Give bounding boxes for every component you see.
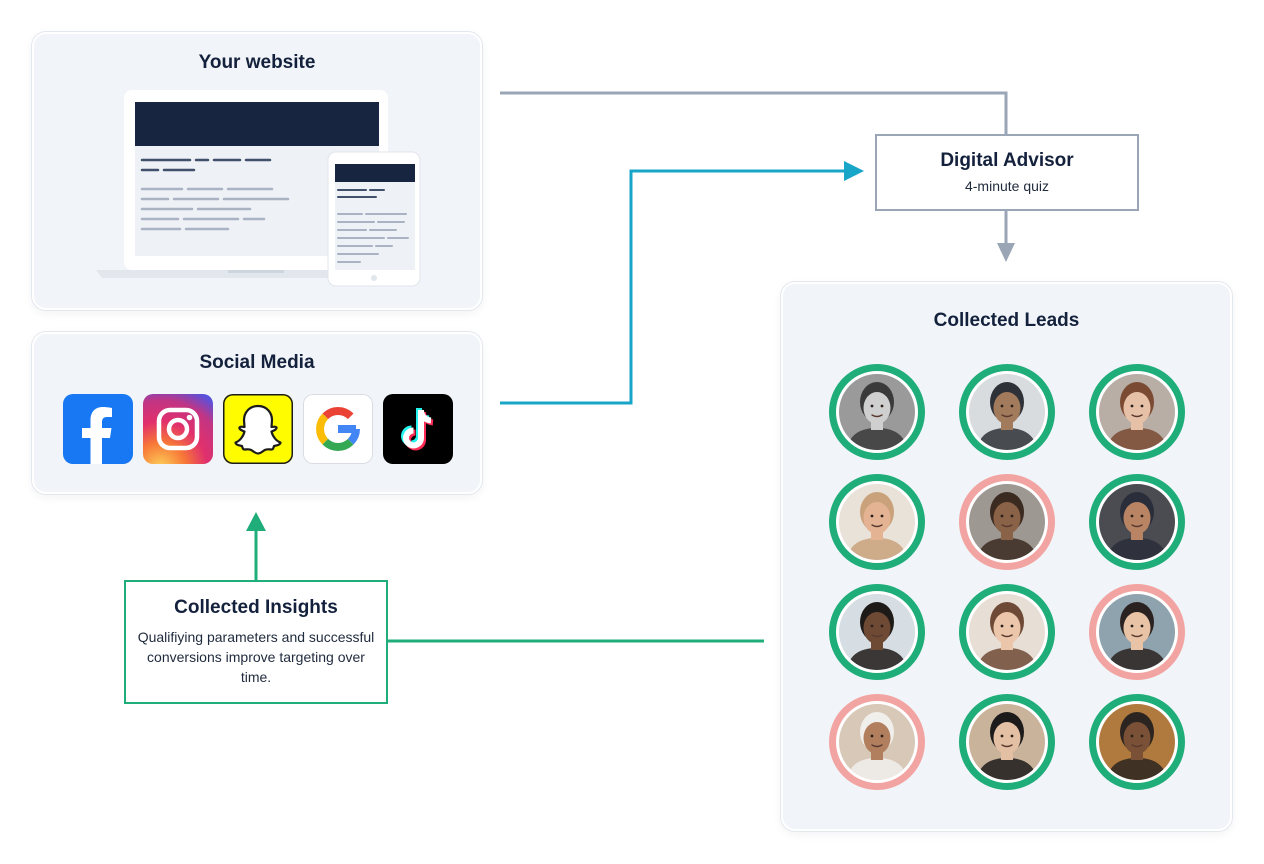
person-icon (969, 594, 1045, 670)
person-icon (839, 484, 915, 560)
lead-avatar (829, 364, 925, 460)
social-media-title: Social Media (199, 352, 315, 373)
lead-avatar (829, 474, 925, 570)
lead-avatar (959, 694, 1055, 790)
digital-advisor-subtitle: 4-minute quiz (964, 178, 1050, 194)
person-icon (839, 374, 915, 450)
website-to-advisor-connector (500, 91, 1008, 134)
website-panel: Your website (32, 32, 482, 310)
lead-avatar (829, 694, 925, 790)
social-to-advisor-arrowhead (844, 161, 864, 181)
person-icon (839, 704, 915, 780)
lead-avatar (959, 584, 1055, 680)
person-icon (1099, 484, 1175, 560)
snapchat-icon (223, 394, 293, 464)
lead-avatar (959, 364, 1055, 460)
social-media-panel: Social Media (32, 332, 482, 494)
website-title: Your website (198, 52, 316, 73)
lead-avatar (1089, 584, 1185, 680)
person-icon (969, 374, 1045, 450)
person-icon (839, 594, 915, 670)
lead-avatar (1089, 364, 1185, 460)
collected-insights-title: Collected Insights (174, 597, 338, 618)
tablet-icon (327, 151, 421, 287)
google-icon (303, 394, 373, 464)
digital-advisor-box: Digital Advisor 4-minute quiz (875, 134, 1139, 211)
lead-avatar (959, 474, 1055, 570)
instagram-icon (143, 394, 213, 464)
digital-advisor-title: Digital Advisor (940, 150, 1074, 171)
person-icon (969, 704, 1045, 780)
website-devices-illustration (96, 90, 421, 287)
collected-insights-description: Qualifiying parameters and successful co… (137, 629, 375, 685)
lead-avatar (1089, 694, 1185, 790)
lead-avatar (829, 584, 925, 680)
person-icon (1099, 374, 1175, 450)
advisor-to-leads-arrowhead (997, 243, 1015, 262)
person-icon (1099, 704, 1175, 780)
person-icon (969, 484, 1045, 560)
facebook-icon (63, 394, 133, 464)
person-icon (1099, 594, 1175, 670)
collected-leads-panel: Collected Leads (781, 282, 1232, 831)
insights-to-social-arrowhead (246, 512, 266, 531)
lead-avatar (1089, 474, 1185, 570)
tiktok-icon (383, 394, 453, 464)
collected-leads-title: Collected Leads (933, 310, 1080, 331)
collected-insights-box: Collected Insights Qualifiying parameter… (124, 580, 388, 704)
